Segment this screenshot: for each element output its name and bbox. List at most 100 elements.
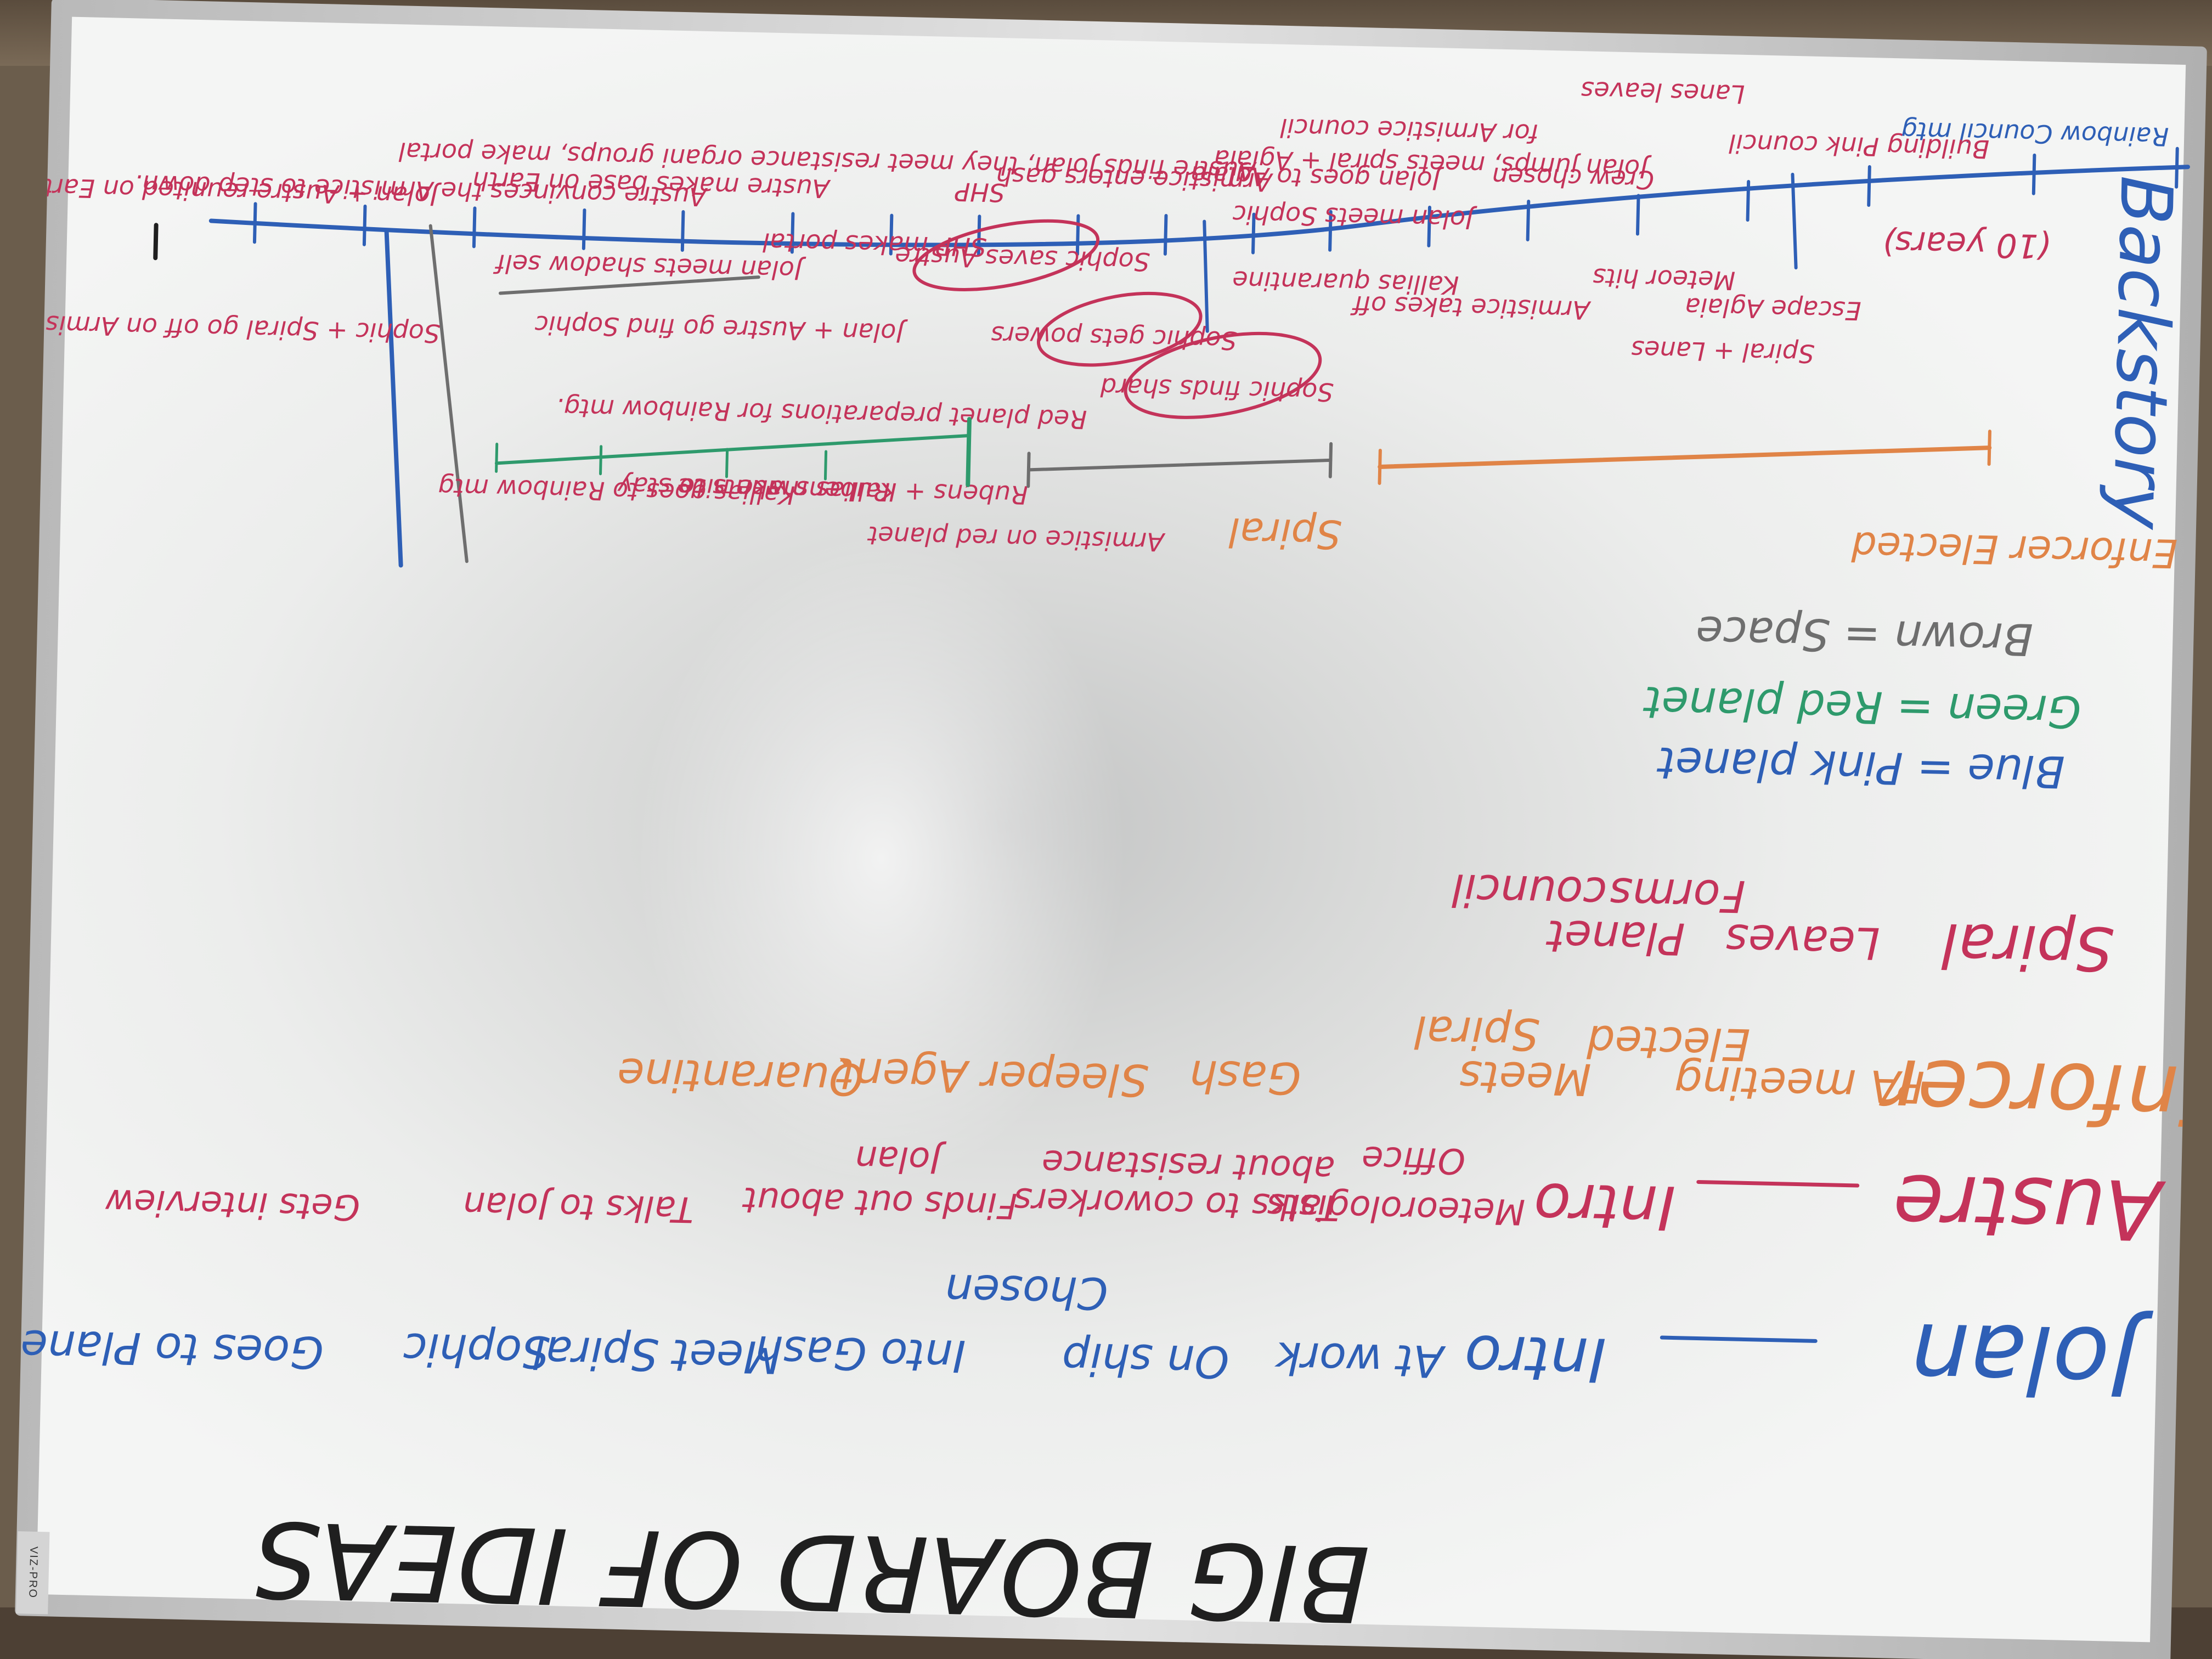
- board-title: BIG BOARD OF IDEAS: [252, 1498, 1371, 1644]
- austre-row-item: about resistance: [1041, 1142, 1335, 1189]
- jolan-row-item: Chosen: [944, 1264, 1108, 1319]
- jolan-row-item: On ship: [1062, 1333, 1230, 1387]
- backstory-top-event: Crew chosen: [1492, 161, 1655, 195]
- timeline-tick: [1163, 213, 1168, 256]
- timeline-tick: [1328, 210, 1333, 252]
- spiral-row-name: Spiral: [1940, 910, 2114, 984]
- timeline-tick: [582, 208, 586, 250]
- legend-item: Blue = Pink planet: [1656, 737, 2066, 798]
- spiral-row-item: Forms: [1609, 868, 1746, 922]
- jolan-row-item: Into Gash: [755, 1326, 966, 1382]
- backstory-title: Backstory: [2097, 175, 2188, 532]
- austre-row-item: Jolan: [855, 1138, 947, 1181]
- timeline-tick: [1526, 199, 1531, 241]
- timeline-tick: [472, 206, 477, 249]
- backstory-ten-years: (10 years): [1882, 223, 2051, 266]
- enforcer-row-item: Quarantine: [617, 1048, 864, 1105]
- gray-space-bar: [498, 275, 760, 295]
- backstory-top-event: for Armistice council: [1280, 113, 1539, 149]
- green-range-bar-cap: [966, 416, 972, 487]
- enforcer-row-item: Elected: [1586, 1015, 1751, 1070]
- backstory-top-event: Jolan goes to Aglaia: [1190, 160, 1444, 195]
- backstory-top-event: Lanes leaves: [1581, 76, 1745, 109]
- green-range-bar: [494, 433, 971, 465]
- jolan-row-item: Intro: [1464, 1322, 1607, 1395]
- enforcer-row-item: Sleeper Agent: [836, 1048, 1149, 1106]
- backstory-bottom-event: Enforcer Elected: [1850, 523, 2178, 576]
- backstory-bottom-event: Jolan meets shadow self: [493, 249, 806, 285]
- timeline-end-line: [384, 228, 403, 568]
- backstory-bottom-event: Armistice takes off: [1350, 290, 1592, 325]
- backstory-top-event: Armistice enters gash: [996, 161, 1274, 197]
- backstory-bottom-event: Escape Aglaia: [1685, 292, 1861, 325]
- austre-row-item: Intro: [1533, 1170, 1676, 1243]
- spiral-row-item: Leaves: [1725, 914, 1880, 968]
- backstory-bottom-event: Red planet preparations for Rainbow mtg.: [556, 393, 1087, 435]
- backstory-top-event: Rainbow Council mtg: [1901, 116, 2169, 151]
- austre-row-item: Finds out about: [741, 1179, 1018, 1226]
- timeline-tick: [1075, 214, 1080, 256]
- timeline-tick: [252, 202, 257, 244]
- backstory-bottom-event: Kallias quarantine: [1232, 266, 1459, 300]
- enforcer-row-item: Spiral: [1414, 1006, 1540, 1060]
- jolan-row-dash: [1660, 1335, 1818, 1343]
- austre-row-item: Gets interview: [105, 1181, 360, 1228]
- backstory-bottom-event: Spiral: [1228, 509, 1342, 558]
- timeline-marker: [1791, 172, 1798, 270]
- gray-range-bar-cap: [1026, 452, 1031, 488]
- green-range-bar-tick: [823, 450, 828, 481]
- jolan-row-item: Sophic: [402, 1323, 550, 1378]
- backstory-bottom-event: Armistice on red planet: [867, 521, 1166, 557]
- backstory-bottom-event: Sophic + Spiral go off on Armistice: [15, 309, 441, 348]
- orange-range-bar: [1378, 445, 1992, 469]
- timeline-tick: [1746, 180, 1751, 222]
- enforcer-row-item: Gash: [1189, 1050, 1301, 1104]
- highlight-circle: [1124, 331, 1322, 419]
- enforcer-row-item: Meets: [1459, 1051, 1592, 1105]
- backstory-bottom-event: Sophic gets powers: [991, 320, 1238, 356]
- austre-row-name: Austre: [1892, 1156, 2166, 1257]
- timeline-axis: [208, 165, 2190, 247]
- austre-row-dash: [1696, 1180, 1860, 1188]
- jolan-row-item: Goes to Planet: [15, 1319, 324, 1378]
- highlight-circle: [912, 219, 1100, 291]
- timeline-end-line: [428, 224, 469, 563]
- jolan-row-name: Jolan: [1909, 1301, 2154, 1415]
- timeline-tick: [1427, 205, 1431, 247]
- timeline-tick: [889, 213, 894, 256]
- timeline-tick: [790, 212, 795, 254]
- timeline-tick: [977, 215, 981, 257]
- timeline-tick: [1635, 194, 1640, 236]
- backstory-bottom-event: Meteor hits: [1593, 263, 1736, 296]
- timeline-tick: [2032, 153, 2036, 195]
- jolan-row-item: Meet Spiral: [533, 1326, 782, 1383]
- gray-range-bar: [1026, 458, 1333, 472]
- jolan-row-item: At work: [1274, 1332, 1447, 1387]
- timeline-tick: [680, 210, 685, 252]
- green-range-bar-tick: [495, 442, 499, 473]
- austre-row-item: Meteorologists: [1266, 1186, 1525, 1232]
- timeline-tick: [362, 204, 367, 246]
- backstory-top-event: Building Pink council: [1729, 128, 1990, 164]
- spiral-row-item: Planet: [1545, 910, 1685, 964]
- backstory-bottom-event: Jolan meets Sophic: [1232, 200, 1477, 235]
- legend-item: Brown = Space: [1695, 606, 2033, 665]
- enforcer-row-item: PA meeting: [1674, 1056, 1925, 1112]
- austre-row-item: Office: [1361, 1138, 1466, 1181]
- timeline-tick: [2175, 146, 2179, 189]
- austre-row-item: Talks to coworkers: [1013, 1180, 1339, 1227]
- backstory-bottom-event: SHP makes portal: [762, 227, 986, 262]
- timeline-tick: [1251, 212, 1256, 255]
- spiral-row-item: council: [1451, 864, 1607, 918]
- gray-range-bar-cap: [1328, 442, 1333, 478]
- legend-item: Green = Red planet: [1643, 676, 2082, 737]
- highlight-circle: [1036, 291, 1203, 367]
- green-range-bar-tick: [725, 448, 729, 478]
- backstory-bottom-event: Rubens wants to stay: [617, 471, 890, 506]
- timeline-start-tick: [153, 223, 159, 261]
- timeline-marker: [1203, 219, 1209, 333]
- backstory-bottom-event: Jolan + Austre go find Sophic: [534, 310, 909, 348]
